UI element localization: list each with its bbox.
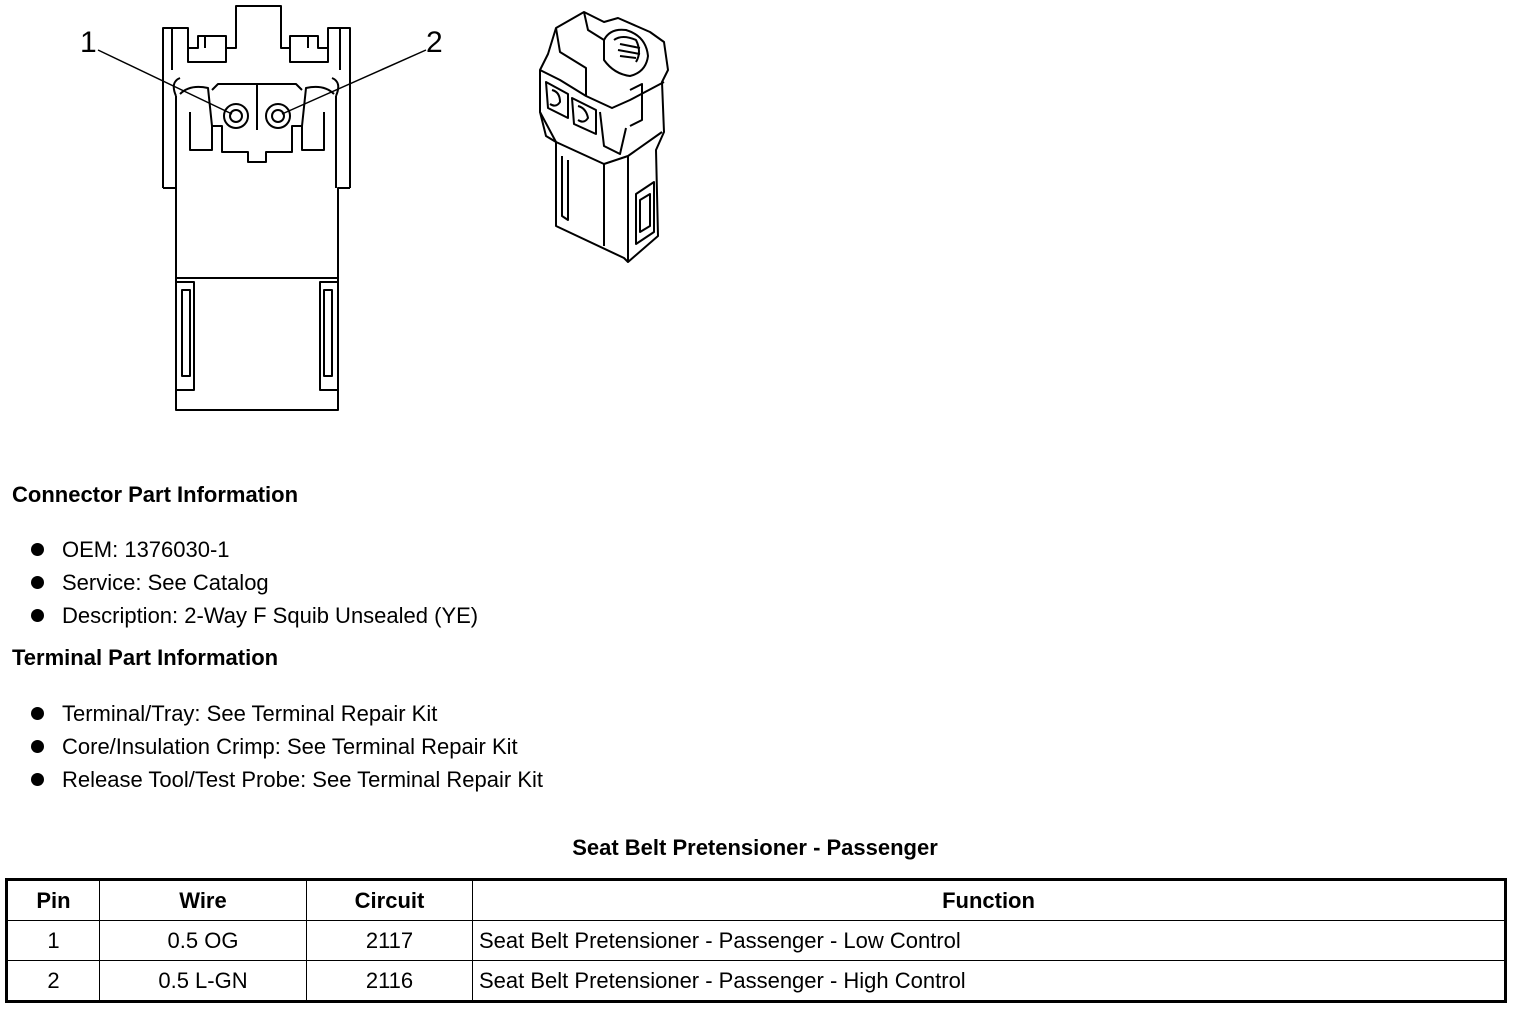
column-header-circuit: Circuit [306,879,473,921]
connector-front-view [97,5,427,411]
pin-table: Pin Wire Circuit Function 1 0.5 OG 2117 … [5,878,1507,1003]
terminal-part-info-heading: Terminal Part Information [12,645,279,670]
pin-2-callout: 2 [426,26,443,59]
circuit-cell: 2116 [306,960,473,1002]
list-item-text: Service: See Catalog [62,570,269,595]
list-item: Core/Insulation Crimp: See Terminal Repa… [28,730,543,763]
connector-isometric-view [539,11,669,263]
list-item: Terminal/Tray: See Terminal Repair Kit [28,697,543,730]
bullet-icon [31,543,44,556]
circuit-cell: 2117 [306,920,473,961]
wire-cell: 0.5 L-GN [99,960,307,1002]
pin-cell: 2 [6,960,100,1002]
pin-cell: 1 [6,920,100,961]
column-header-pin: Pin [6,879,100,921]
list-item-text: Release Tool/Test Probe: See Terminal Re… [62,767,543,792]
column-header-wire: Wire [99,879,307,921]
function-cell: Seat Belt Pretensioner - Passenger - Hig… [472,960,1506,1002]
bullet-icon [31,707,44,720]
bullet-icon [31,773,44,786]
connector-part-info-heading: Connector Part Information [12,482,299,507]
list-item-text: Description: 2-Way F Squib Unsealed (YE) [62,603,479,628]
list-item-text: OEM: 1376030-1 [62,537,230,562]
list-item-text: Terminal/Tray: See Terminal Repair Kit [62,701,438,726]
table-row: 2 0.5 L-GN 2116 Seat Belt Pretensioner -… [6,960,1506,1002]
pin-table-title: Seat Belt Pretensioner - Passenger [572,835,938,860]
terminal-part-info-list: Terminal/Tray: See Terminal Repair Kit C… [28,697,543,796]
connector-part-info-list: OEM: 1376030-1 Service: See Catalog Desc… [28,533,478,632]
bullet-icon [31,609,44,622]
list-item: Description: 2-Way F Squib Unsealed (YE) [28,599,478,632]
list-item: Service: See Catalog [28,566,478,599]
table-header-row: Pin Wire Circuit Function [6,879,1506,921]
wire-cell: 0.5 OG [99,920,307,961]
list-item-text: Core/Insulation Crimp: See Terminal Repa… [62,734,518,759]
list-item: OEM: 1376030-1 [28,533,478,566]
pin-1-callout: 1 [80,26,97,59]
bullet-icon [31,740,44,753]
list-item: Release Tool/Test Probe: See Terminal Re… [28,763,543,796]
connector-illustration [97,5,669,411]
bullet-icon [31,576,44,589]
column-header-function: Function [472,879,1506,921]
table-row: 1 0.5 OG 2117 Seat Belt Pretensioner - P… [6,920,1506,961]
function-cell: Seat Belt Pretensioner - Passenger - Low… [472,920,1506,961]
